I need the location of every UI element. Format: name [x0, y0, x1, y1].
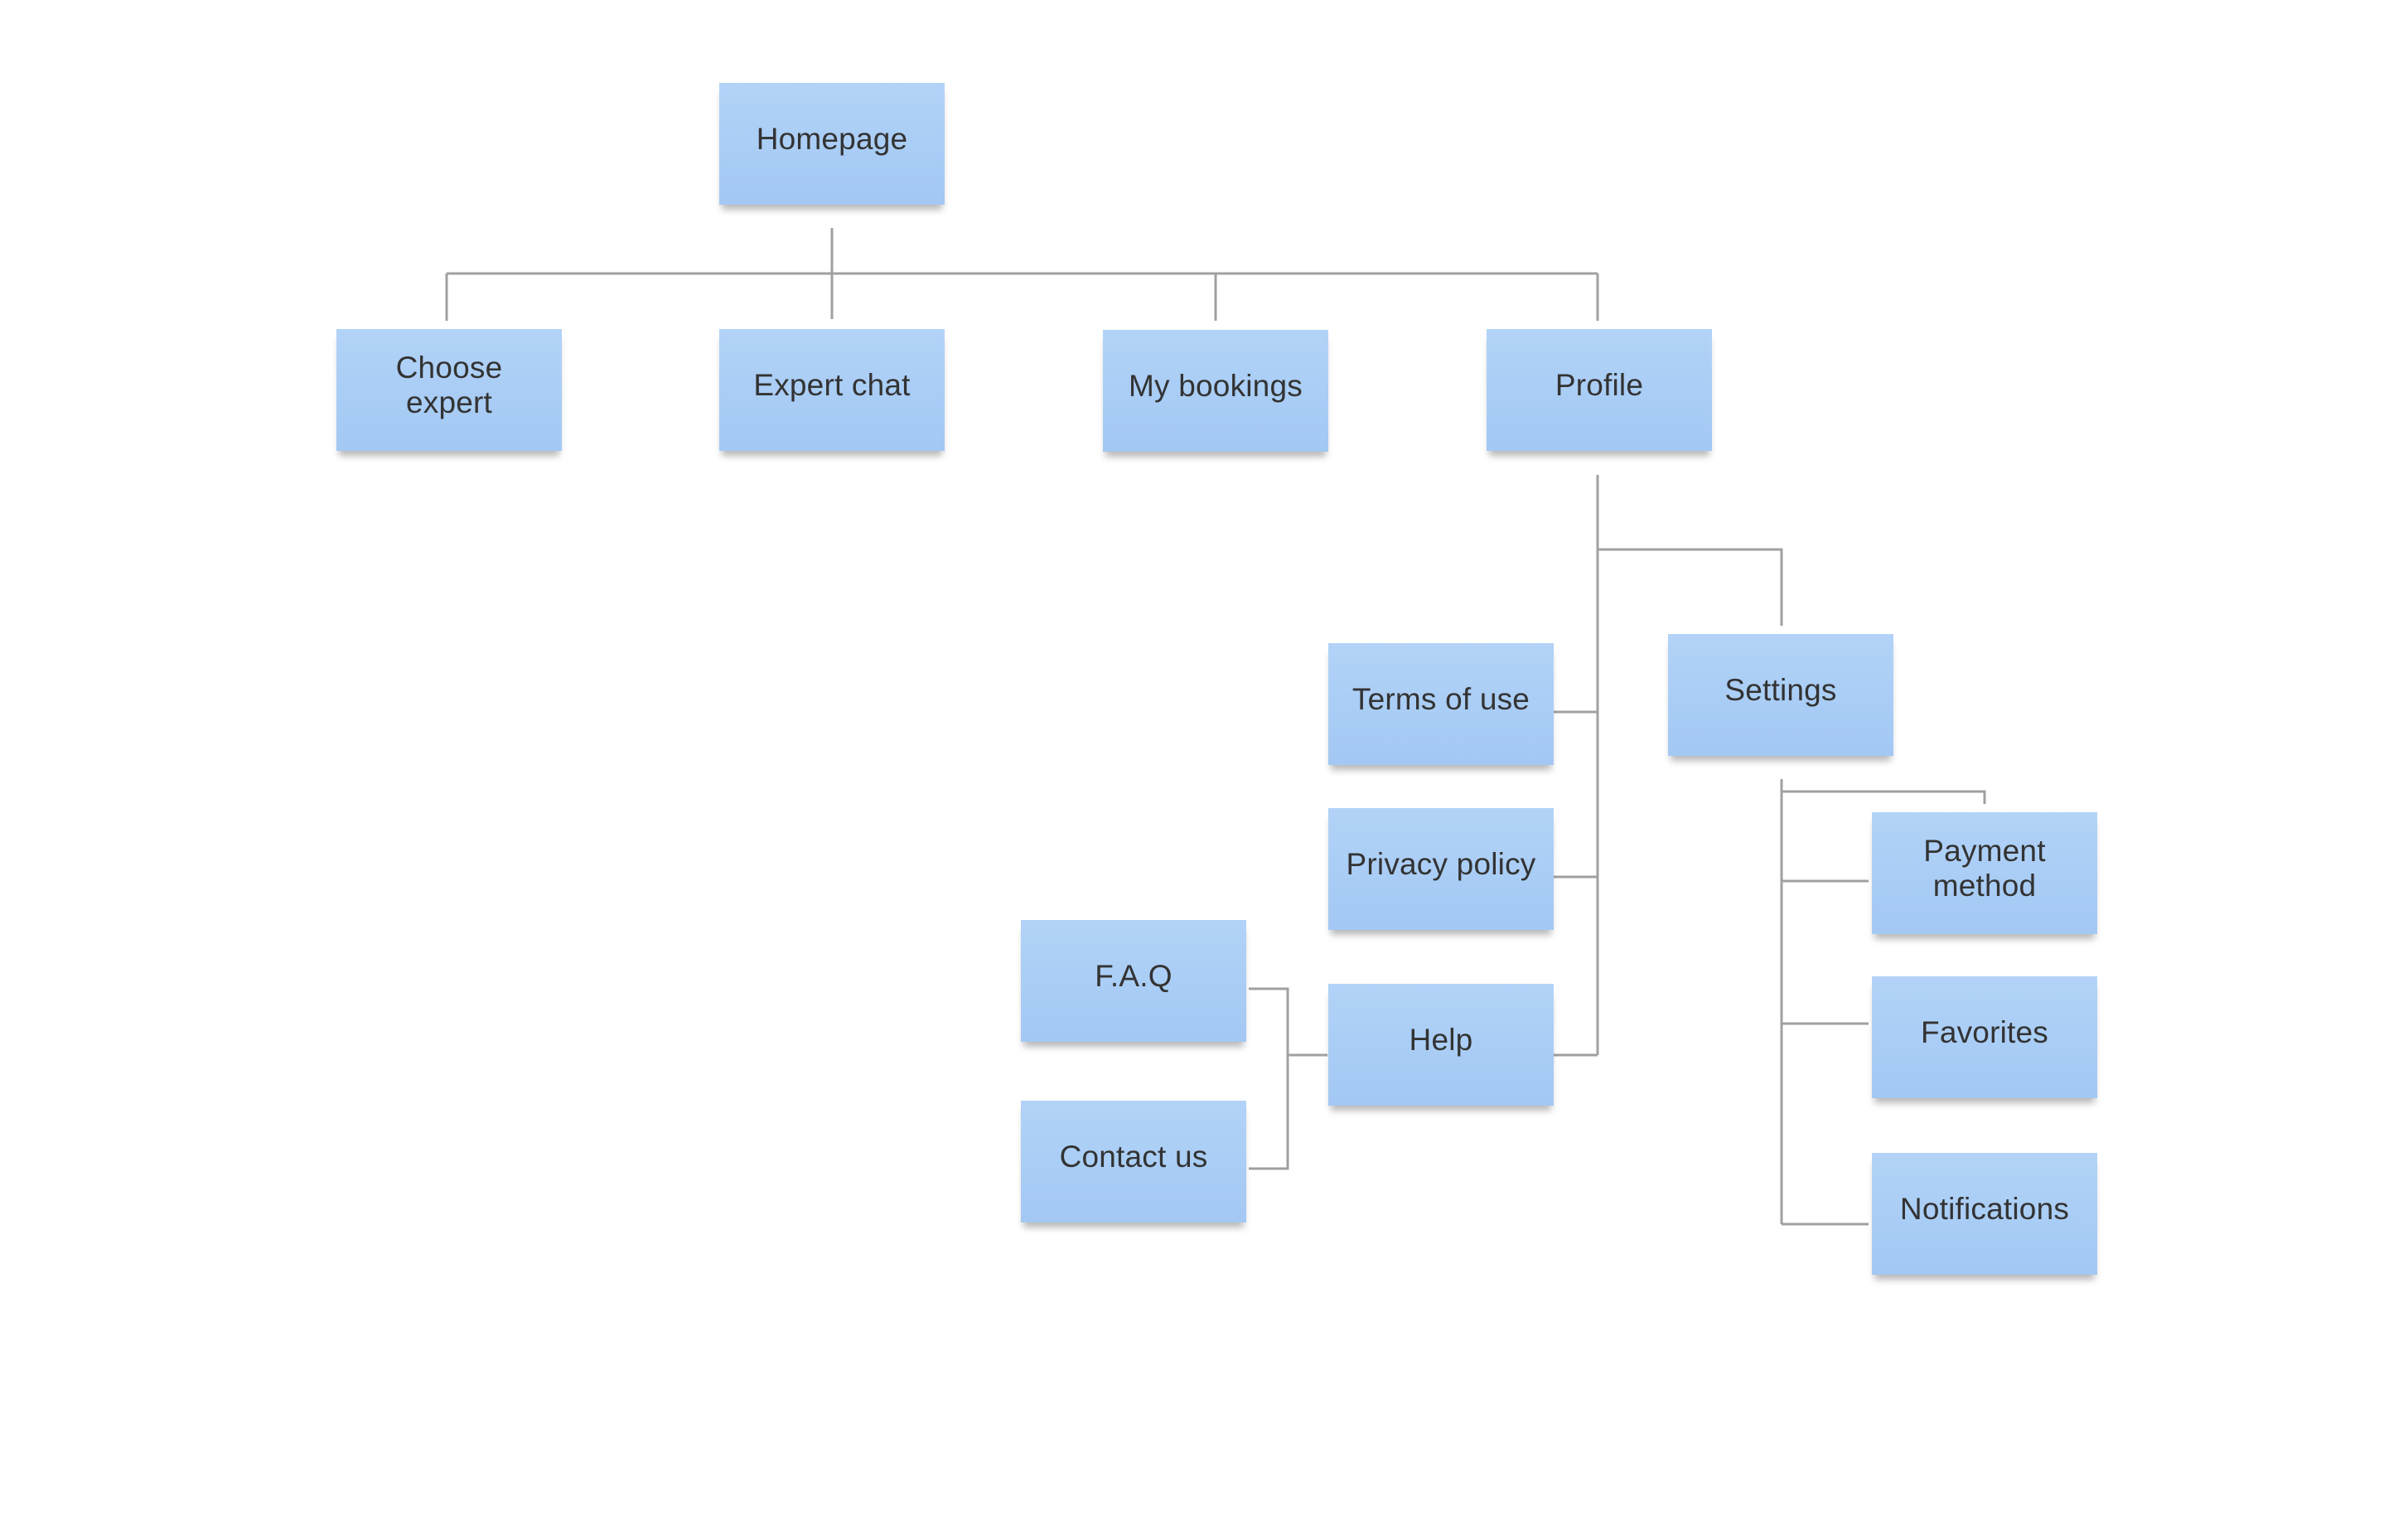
node-profile[interactable]: Profile [1487, 329, 1712, 451]
node-payment-method-label: Payment method [1923, 833, 2046, 903]
node-terms-of-use-label: Terms of use [1351, 681, 1530, 716]
node-settings[interactable]: Settings [1668, 634, 1893, 756]
node-help-label: Help [1409, 1022, 1473, 1057]
node-faq-label: F.A.Q [1095, 958, 1173, 993]
node-favorites-label: Favorites [1921, 1014, 2048, 1049]
node-contact-us-label: Contact us [1059, 1139, 1208, 1174]
node-help[interactable]: Help [1328, 984, 1554, 1106]
node-favorites[interactable]: Favorites [1872, 976, 2097, 1098]
node-my-bookings[interactable]: My bookings [1103, 330, 1328, 452]
node-choose-expert[interactable]: Choose expert [336, 329, 562, 451]
node-homepage[interactable]: Homepage [719, 83, 945, 205]
node-expert-chat-label: Expert chat [753, 367, 911, 402]
node-settings-label: Settings [1724, 672, 1837, 707]
node-choose-expert-label: Choose expert [395, 350, 503, 419]
node-faq[interactable]: F.A.Q [1021, 920, 1246, 1042]
node-contact-us[interactable]: Contact us [1021, 1101, 1246, 1222]
node-terms-of-use[interactable]: Terms of use [1328, 643, 1554, 765]
node-my-bookings-label: My bookings [1129, 368, 1303, 403]
node-homepage-label: Homepage [756, 121, 908, 156]
node-expert-chat[interactable]: Expert chat [719, 329, 945, 451]
node-notifications[interactable]: Notifications [1872, 1153, 2097, 1275]
node-payment-method[interactable]: Payment method [1872, 812, 2097, 934]
node-profile-label: Profile [1555, 367, 1644, 402]
node-notifications-label: Notifications [1899, 1191, 2070, 1226]
connector-help-bracket [1249, 987, 1289, 1170]
node-privacy-policy[interactable]: Privacy policy [1328, 808, 1554, 930]
connector-profile-to-settings [1598, 548, 1783, 626]
connector-settings-top [1782, 790, 1986, 804]
node-privacy-policy-label: Privacy policy [1346, 846, 1536, 881]
